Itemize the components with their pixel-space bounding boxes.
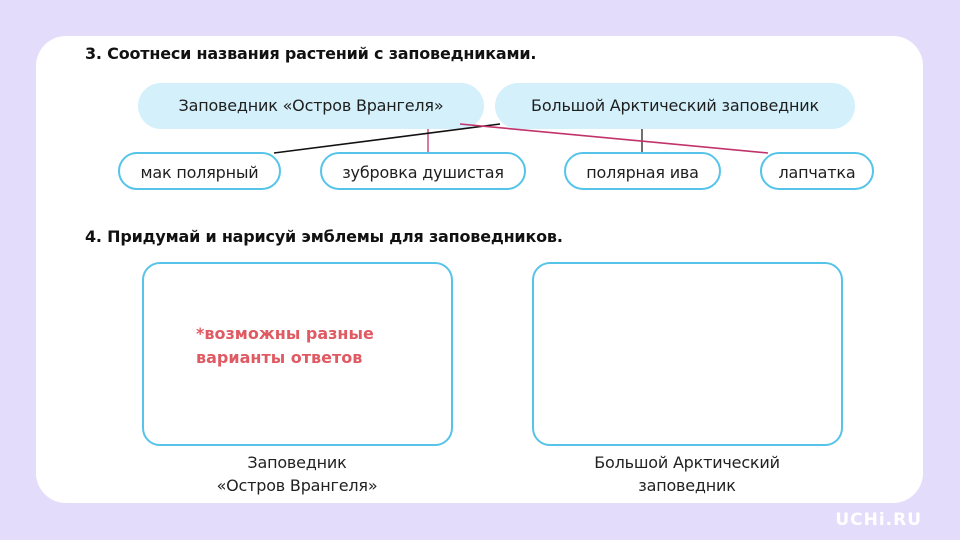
task4-title: 4. Придумай и нарисуй эмблемы для запове… bbox=[85, 227, 563, 246]
plant-poppy: мак полярный bbox=[118, 152, 281, 190]
caption-arctic-line1: Большой Арктический bbox=[594, 453, 780, 472]
caption-wrangel-line1: Заповедник bbox=[247, 453, 347, 472]
caption-arctic-line2: заповедник bbox=[638, 476, 736, 495]
task3-title: 3. Соотнеси названия растений с заповедн… bbox=[85, 44, 537, 63]
answer-note: *возможны разные варианты ответов bbox=[196, 322, 374, 370]
emblem-box-arctic[interactable] bbox=[532, 262, 843, 446]
emblem-box-wrangel[interactable] bbox=[142, 262, 453, 446]
caption-wrangel-line2: «Остров Врангеля» bbox=[216, 476, 378, 495]
answer-note-line1: *возможны разные bbox=[196, 324, 374, 343]
answer-note-line2: варианты ответов bbox=[196, 348, 363, 367]
plant-sweetgrass: зубровка душистая bbox=[320, 152, 526, 190]
reserve-great-arctic: Большой Арктический заповедник bbox=[495, 83, 855, 129]
plant-polar-willow: полярная ива bbox=[564, 152, 721, 190]
reserve-wrangel-island: Заповедник «Остров Врангеля» bbox=[138, 83, 484, 129]
caption-wrangel: Заповедник «Остров Врангеля» bbox=[192, 451, 402, 497]
plant-cinquefoil: лапчатка bbox=[760, 152, 874, 190]
caption-arctic: Большой Арктический заповедник bbox=[567, 451, 807, 497]
uchi-logo: UCHi.RU bbox=[835, 510, 922, 530]
